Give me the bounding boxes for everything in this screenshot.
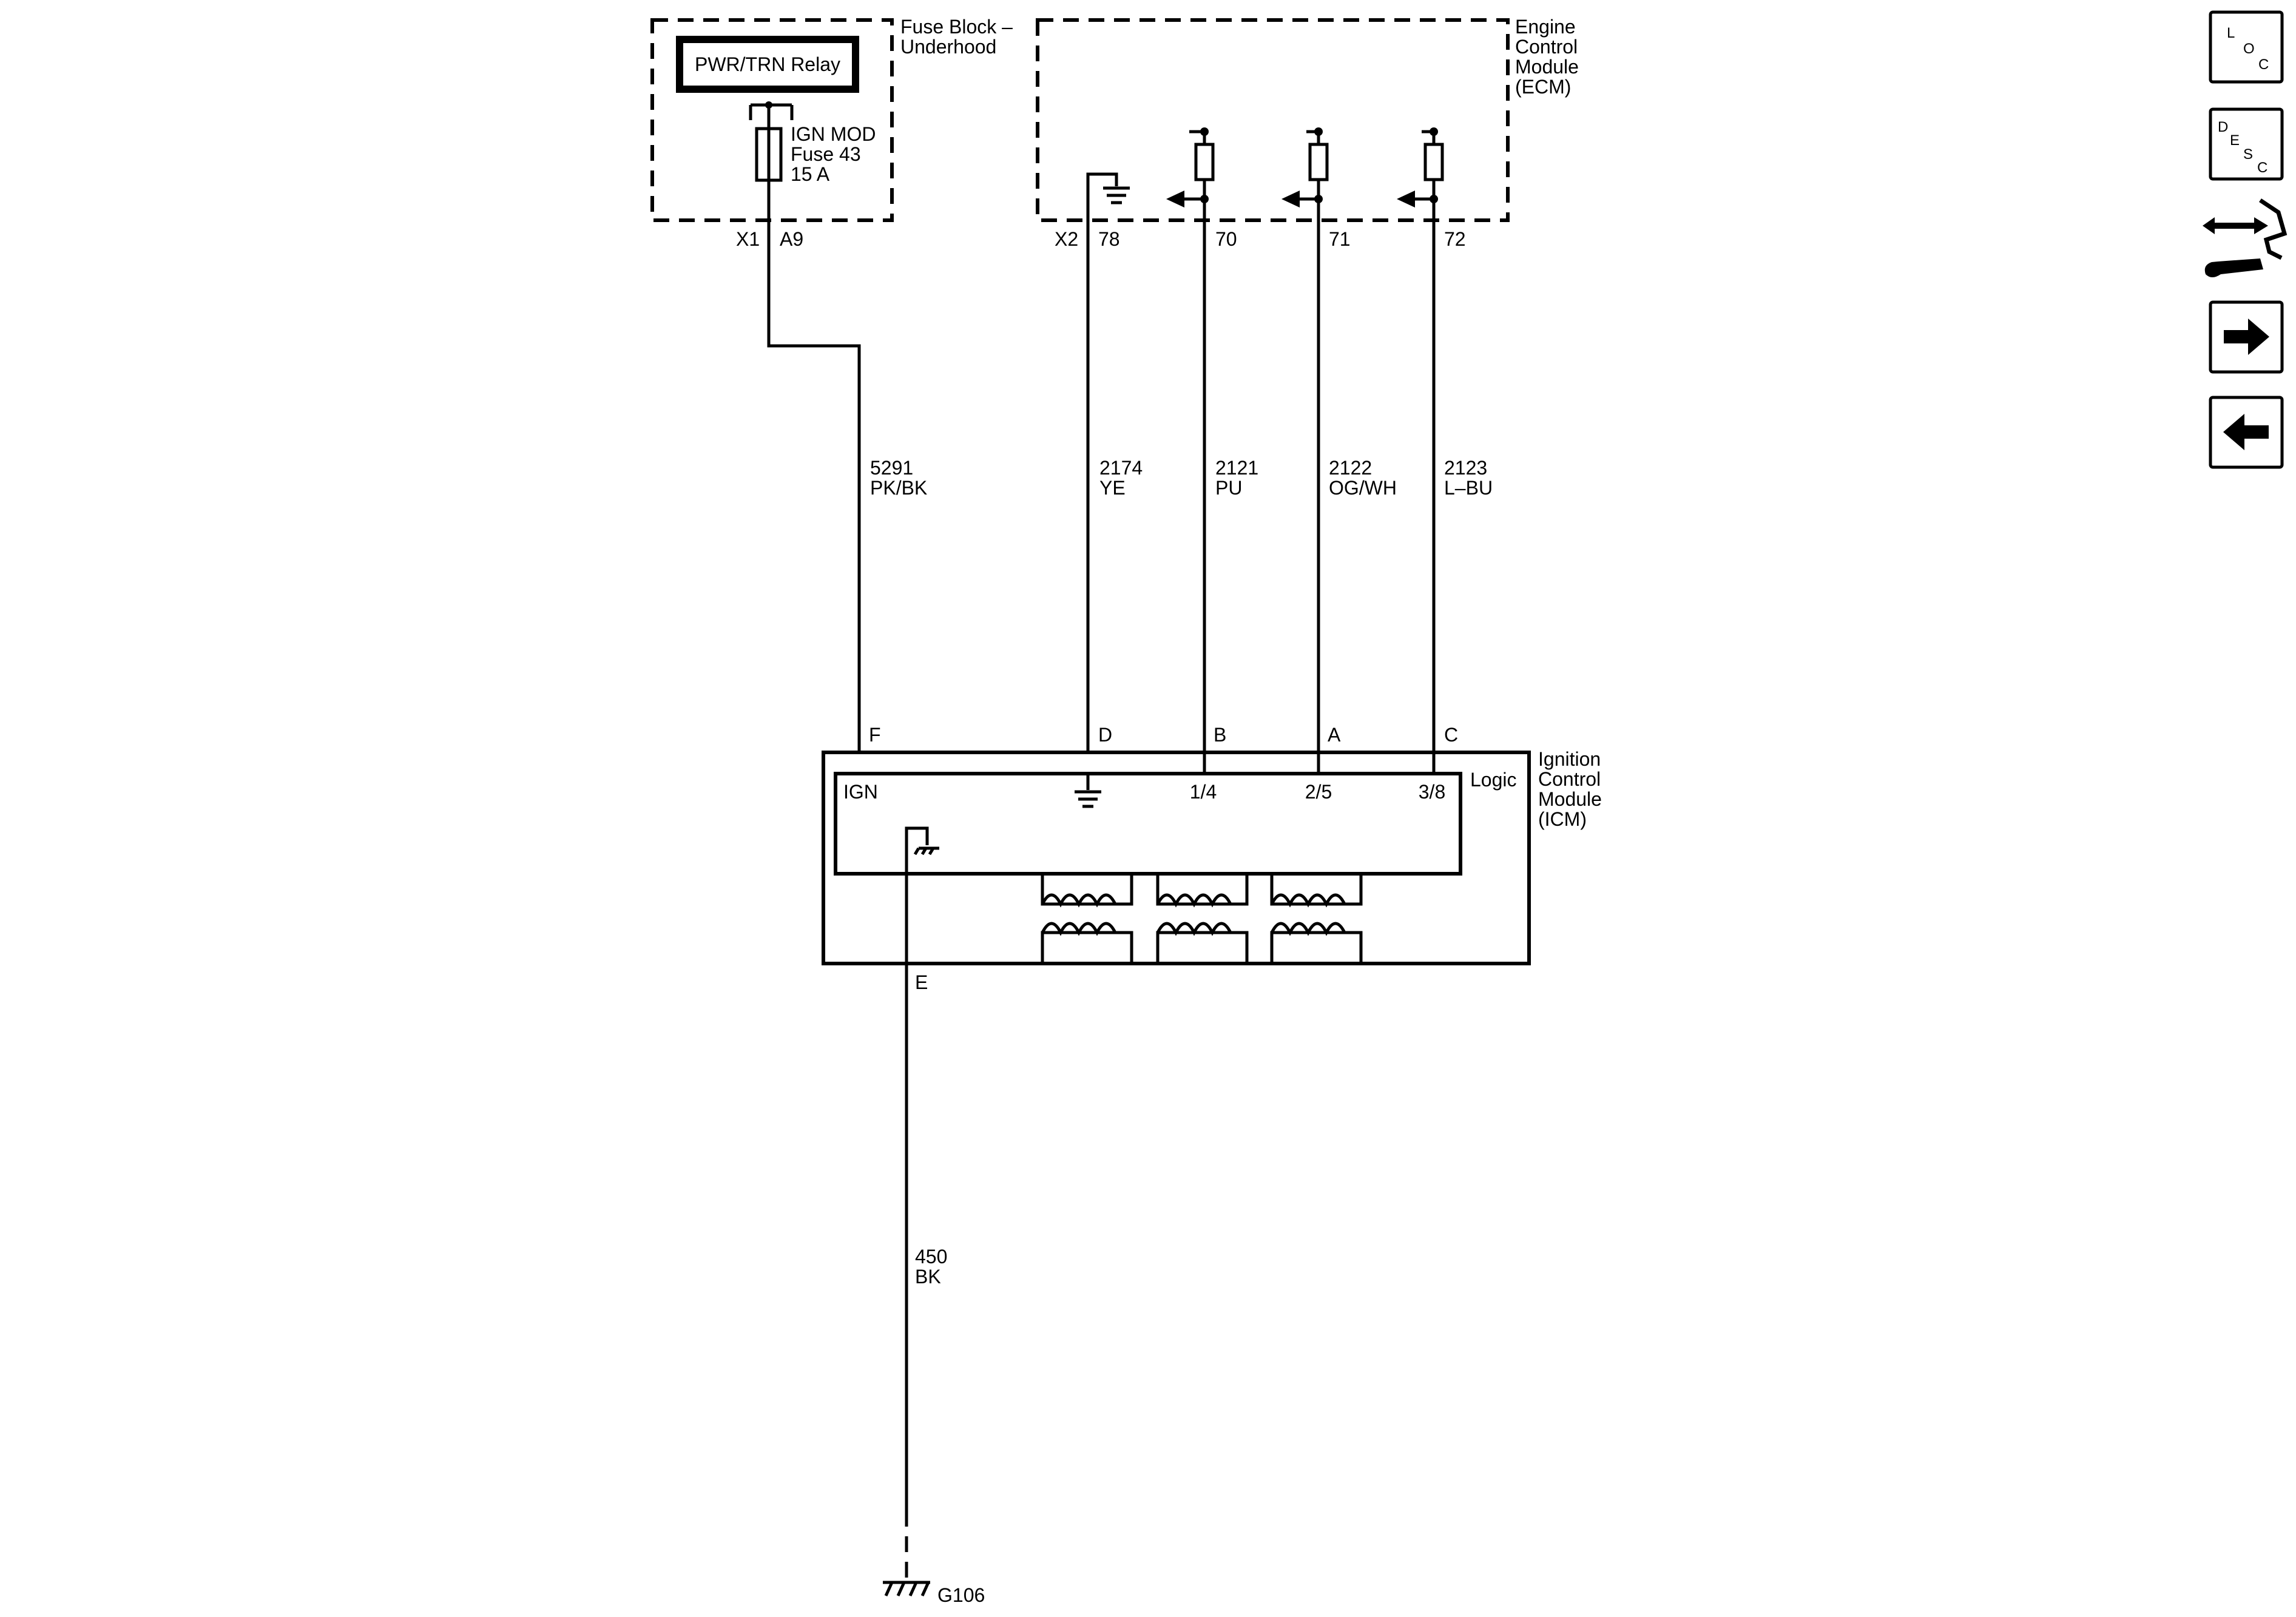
ecm-pin-78: 78 — [1098, 228, 1120, 250]
icm-pin-e: E — [915, 971, 928, 993]
ecm-ground-symbol — [1086, 172, 1130, 220]
wire-label-2174-color: YE — [1099, 477, 1126, 499]
ecm-connector-label: X2 — [1055, 228, 1078, 250]
wire-label-2121-circuit: 2121 — [1215, 457, 1258, 479]
wire-labels: 5291 PK/BK 2174 YE 2121 PU 2122 OG/WH 21… — [870, 457, 1493, 1288]
icm-title-4: (ICM) — [1538, 808, 1587, 830]
loc-button[interactable]: L O C — [2209, 10, 2284, 84]
fuse-label-3: 15 A — [791, 163, 830, 185]
desc-letter-d: D — [2218, 119, 2228, 135]
fuse-label-1: IGN MOD — [791, 123, 876, 145]
icm-chassis-ground-symbol — [905, 826, 939, 964]
ignition-coil-3 — [1270, 874, 1363, 964]
fuse-block-title-1: Fuse Block – — [900, 16, 1013, 38]
icm-pin-a: A — [1328, 724, 1341, 746]
wire-label-450-circuit: 450 — [915, 1246, 947, 1268]
wire-label-450-color: BK — [915, 1266, 941, 1288]
relay-box — [676, 36, 859, 93]
arrow-right-icon — [2224, 319, 2269, 355]
ecm-output-70 — [1166, 127, 1215, 208]
fuse-connector-label: X1 — [736, 228, 760, 250]
ecm-outline — [1036, 18, 1510, 222]
desc-button[interactable]: D E S C — [2209, 107, 2284, 181]
ecm-title-2: Control — [1515, 36, 1578, 58]
icm-title-2: Control — [1538, 768, 1601, 790]
fuse-block-outline — [650, 18, 894, 222]
ecm-output-72 — [1397, 127, 1444, 208]
ignition-coil-1 — [1041, 874, 1133, 964]
ecm-pin-72: 72 — [1444, 228, 1466, 250]
icm-pin-d: D — [1098, 724, 1112, 746]
wire-label-2123-color: L–BU — [1444, 477, 1493, 499]
ground-g106: G106 — [883, 964, 985, 1606]
previous-button[interactable] — [2209, 396, 2284, 469]
wire-label-2122-color: OG/WH — [1329, 477, 1397, 499]
icm-title-1: Ignition — [1538, 748, 1601, 770]
icm-logic-ground-symbol — [1075, 774, 1101, 808]
desc-letter-s: S — [2243, 146, 2253, 163]
ecm-title-4: (ECM) — [1515, 76, 1571, 98]
loc-letter-c: C — [2258, 56, 2269, 73]
relay-label: PWR/TRN Relay — [695, 53, 840, 75]
wire-label-5291-circuit: 5291 — [870, 457, 913, 479]
loc-letter-l: L — [2227, 25, 2235, 41]
ecm-output-71 — [1281, 127, 1329, 208]
ecm: Engine Control Module (ECM) — [1036, 16, 1579, 250]
icm-pin-c: C — [1444, 724, 1458, 746]
desc-letter-e: E — [2230, 132, 2240, 149]
fuse-block: Fuse Block – Underhood PWR/TRN Relay IGN… — [650, 16, 1013, 250]
icm-title-3: Module — [1538, 788, 1602, 810]
fuse-block-title-2: Underhood — [900, 36, 996, 58]
icm-pin-b: B — [1214, 724, 1226, 746]
icm-ign-label: IGN — [843, 781, 878, 803]
relay-contact-symbol — [749, 101, 794, 129]
icm-pin-f: F — [869, 724, 881, 746]
icm-logic-box — [834, 772, 1462, 876]
wire-label-2123-circuit: 2123 — [1444, 457, 1487, 479]
icm-logic-label: Logic — [1470, 769, 1517, 791]
ignition-coil-2 — [1156, 874, 1249, 964]
arrow-left-icon — [2223, 414, 2269, 450]
desc-letter-c: C — [2257, 160, 2267, 176]
wire-label-2122-circuit: 2122 — [1329, 457, 1372, 479]
wire-label-2121-color: PU — [1215, 477, 1242, 499]
loc-letter-o: O — [2243, 41, 2255, 57]
wire-label-5291-color: PK/BK — [870, 477, 927, 499]
icm-label-2-5: 2/5 — [1305, 781, 1332, 803]
ecm-pin-70: 70 — [1215, 228, 1237, 250]
icm: Logic Ignition Control Module (ICM) F D … — [822, 724, 1602, 993]
icm-outline — [822, 751, 1531, 965]
ecm-title-3: Module — [1515, 56, 1579, 78]
fuse-label-2: Fuse 43 — [791, 143, 861, 165]
wire-label-2174-circuit: 2174 — [1099, 457, 1143, 479]
wires — [767, 180, 1436, 774]
wire-5291 — [767, 180, 861, 752]
ground-label: G106 — [937, 1584, 985, 1606]
next-button[interactable] — [2209, 300, 2284, 374]
ecm-title-1: Engine — [1515, 16, 1576, 38]
icm-label-3-8: 3/8 — [1419, 781, 1445, 803]
fuse-pin-a9: A9 — [780, 228, 803, 250]
icm-label-1-4: 1/4 — [1190, 781, 1217, 803]
connector-repair-icon[interactable] — [2203, 198, 2288, 277]
ecm-pin-71: 71 — [1329, 228, 1351, 250]
